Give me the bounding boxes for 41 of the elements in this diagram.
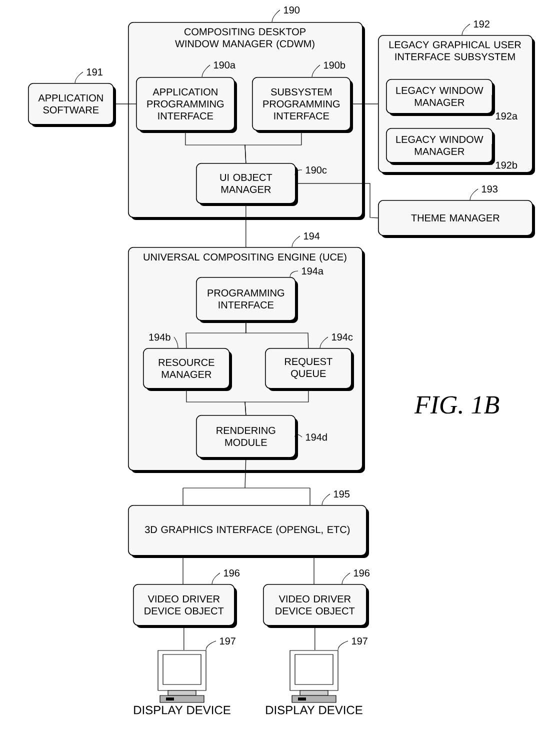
connector-line xyxy=(244,388,309,416)
module-box: RENDERING MODULE xyxy=(196,415,298,460)
reference-numeral: 192 xyxy=(462,20,490,36)
display-device: DISPLAY DEVICE xyxy=(266,650,362,714)
connector-line xyxy=(182,556,184,584)
manager-box: RESOURCE MANAGER xyxy=(143,348,232,391)
reference-numeral: 194b xyxy=(149,333,178,348)
manager-box: UI OBJECT MANAGER xyxy=(196,163,298,206)
software-box: APPLICATION SOFTWARE xyxy=(28,83,116,127)
reference-numeral: 193 xyxy=(470,185,498,200)
manager-box: THEME MANAGER xyxy=(378,200,535,238)
reference-numeral: 197 xyxy=(206,637,236,650)
connector-line xyxy=(246,320,309,348)
interface-box: SUBSYSTEM PROGRAMMING INTERFACE xyxy=(252,77,353,133)
interface-box: 3D GRAPHICS INTERFACE (OPENGL, ETC) xyxy=(128,505,369,558)
node-label: DISPLAY DEVICE xyxy=(134,706,230,714)
reference-numeral: 190b xyxy=(312,61,346,78)
reference-numeral: 196 xyxy=(342,569,370,584)
connector-line xyxy=(314,626,316,650)
reference-numeral: 194a xyxy=(290,267,324,278)
connector-line xyxy=(296,183,378,218)
interface-box: APPLICATION PROGRAMMING INTERFACE xyxy=(136,77,237,133)
reference-numeral: 196 xyxy=(212,569,240,584)
figure-label: FIG. 1B xyxy=(414,396,500,414)
queue-box: REQUEST QUEUE xyxy=(265,348,354,391)
reference-numeral: 190 xyxy=(272,6,300,22)
display-device: DISPLAY DEVICE xyxy=(134,650,230,714)
reference-numeral: 194 xyxy=(292,232,320,248)
connector-line xyxy=(244,130,302,164)
reference-numeral: 191 xyxy=(74,68,102,84)
reference-numeral: 190a xyxy=(202,61,236,78)
reference-numeral: 197 xyxy=(338,637,368,650)
reference-numeral: 194c xyxy=(320,333,353,348)
reference-numeral: 195 xyxy=(322,490,350,506)
interface-box: PROGRAMMING INTERFACE xyxy=(196,277,298,323)
driver-box: VIDEO DRIVER DEVICE OBJECT xyxy=(133,584,237,628)
driver-box: VIDEO DRIVER DEVICE OBJECT xyxy=(263,584,369,628)
manager-box: LEGACY WINDOW MANAGER xyxy=(386,128,495,165)
manager-box: LEGACY WINDOW MANAGER xyxy=(386,79,495,116)
node-label: DISPLAY DEVICE xyxy=(266,706,362,714)
connector-line xyxy=(182,458,310,506)
